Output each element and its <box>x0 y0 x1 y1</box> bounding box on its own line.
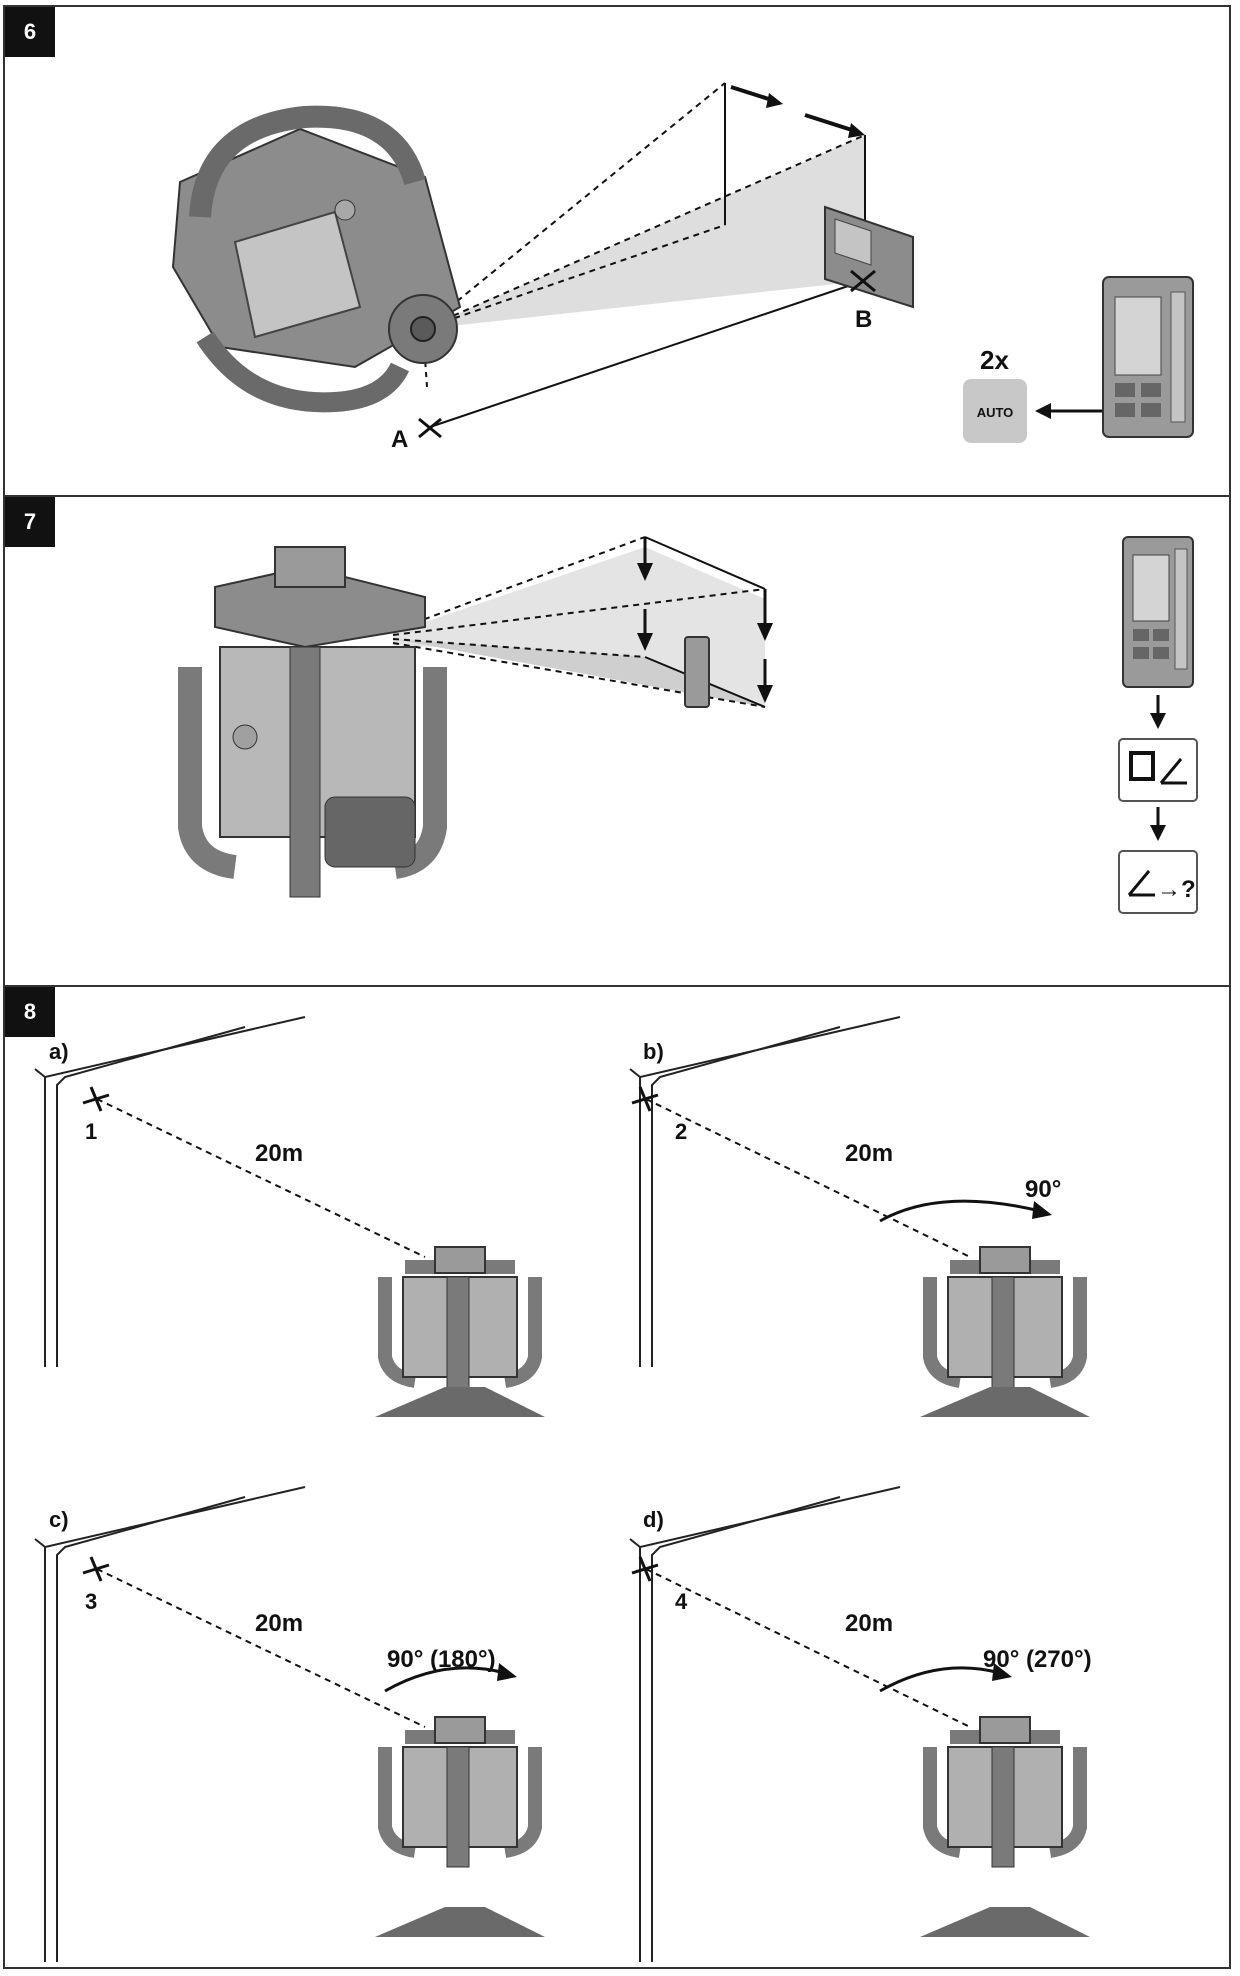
figure-6-panel: 6 A <box>3 5 1231 497</box>
step-b-letter: b) <box>643 1039 664 1064</box>
remote-control-detector <box>1102 276 1194 438</box>
step-b-distance: 20m <box>845 1140 893 1167</box>
beam-line-3 <box>392 638 646 658</box>
svg-text:→?: →? <box>1157 876 1196 903</box>
check-step-b <box>629 1016 1090 1417</box>
step-b-rotation: 90° <box>1025 1176 1061 1203</box>
figure-6-illustration: A B 2x AUTO <box>171 82 1194 453</box>
beam-line-1 <box>392 536 646 632</box>
tilt-down-arrows <box>637 537 773 703</box>
laser-beam-plane <box>393 547 765 707</box>
rotating-laser-device-tilted <box>171 105 462 413</box>
check-step-c <box>34 1486 545 1962</box>
figure-number-badge: 6 <box>5 7 55 57</box>
point-a-label: A <box>391 426 408 453</box>
beam-line-middle <box>422 134 866 330</box>
point-b-label: B <box>855 306 872 333</box>
step-a-letter: a) <box>49 1039 69 1064</box>
arrow-head-icon <box>1035 403 1051 419</box>
arrow-head-icon <box>848 123 865 138</box>
rotation-arrow-1 <box>730 85 776 103</box>
step-c-rotation: 90° (180°) <box>387 1646 496 1673</box>
arrow-down-icon <box>1150 713 1166 729</box>
step-a-mark-number: 1 <box>85 1119 97 1144</box>
beam-line-2 <box>392 588 766 636</box>
step-d-rotation: 90° (270°) <box>983 1646 1092 1673</box>
beam-line-4 <box>392 642 766 708</box>
arrow-head-icon <box>766 93 783 108</box>
remote-control-detector <box>1122 536 1194 688</box>
laser-beam-plane <box>423 135 865 329</box>
laser-detector-target <box>684 636 710 708</box>
step-b-mark-number: 2 <box>675 1119 687 1144</box>
beam-line-inner <box>422 224 726 330</box>
check-step-a <box>34 1016 545 1417</box>
figure-number-badge: 7 <box>5 497 55 547</box>
step-c-letter: c) <box>49 1507 69 1532</box>
figure-8-panel: 8 a) 1 20m <box>3 985 1231 1969</box>
figure-number-badge: 8 <box>5 987 55 1037</box>
arrow-down-icon <box>1150 825 1166 841</box>
baseline-a-b <box>429 280 864 428</box>
step-a-distance: 20m <box>255 1140 303 1167</box>
rotation-arrow-2 <box>804 113 856 133</box>
check-step-d <box>629 1486 1090 1962</box>
auto-button-label: AUTO <box>977 405 1014 420</box>
step-d-letter: d) <box>643 1507 664 1532</box>
figure-8-illustration: a) 1 20m b) 2 20m 90° <box>34 1016 1092 1962</box>
rotating-laser-device-upright <box>178 546 447 898</box>
step-d-mark-number: 4 <box>675 1589 688 1614</box>
figure-7-panel: 7 <box>3 495 1231 987</box>
beam-line-upper <box>422 82 726 330</box>
tilt-angle-query-icon <box>1118 850 1198 914</box>
auto-button-icon <box>963 379 1027 443</box>
figure-7-illustration: →? <box>178 536 1198 914</box>
step-c-mark-number: 3 <box>85 1589 97 1614</box>
press-count-label: 2x <box>980 345 1009 375</box>
step-d-distance: 20m <box>845 1610 893 1637</box>
step-c-distance: 20m <box>255 1610 303 1637</box>
laser-detector-target <box>824 205 914 309</box>
